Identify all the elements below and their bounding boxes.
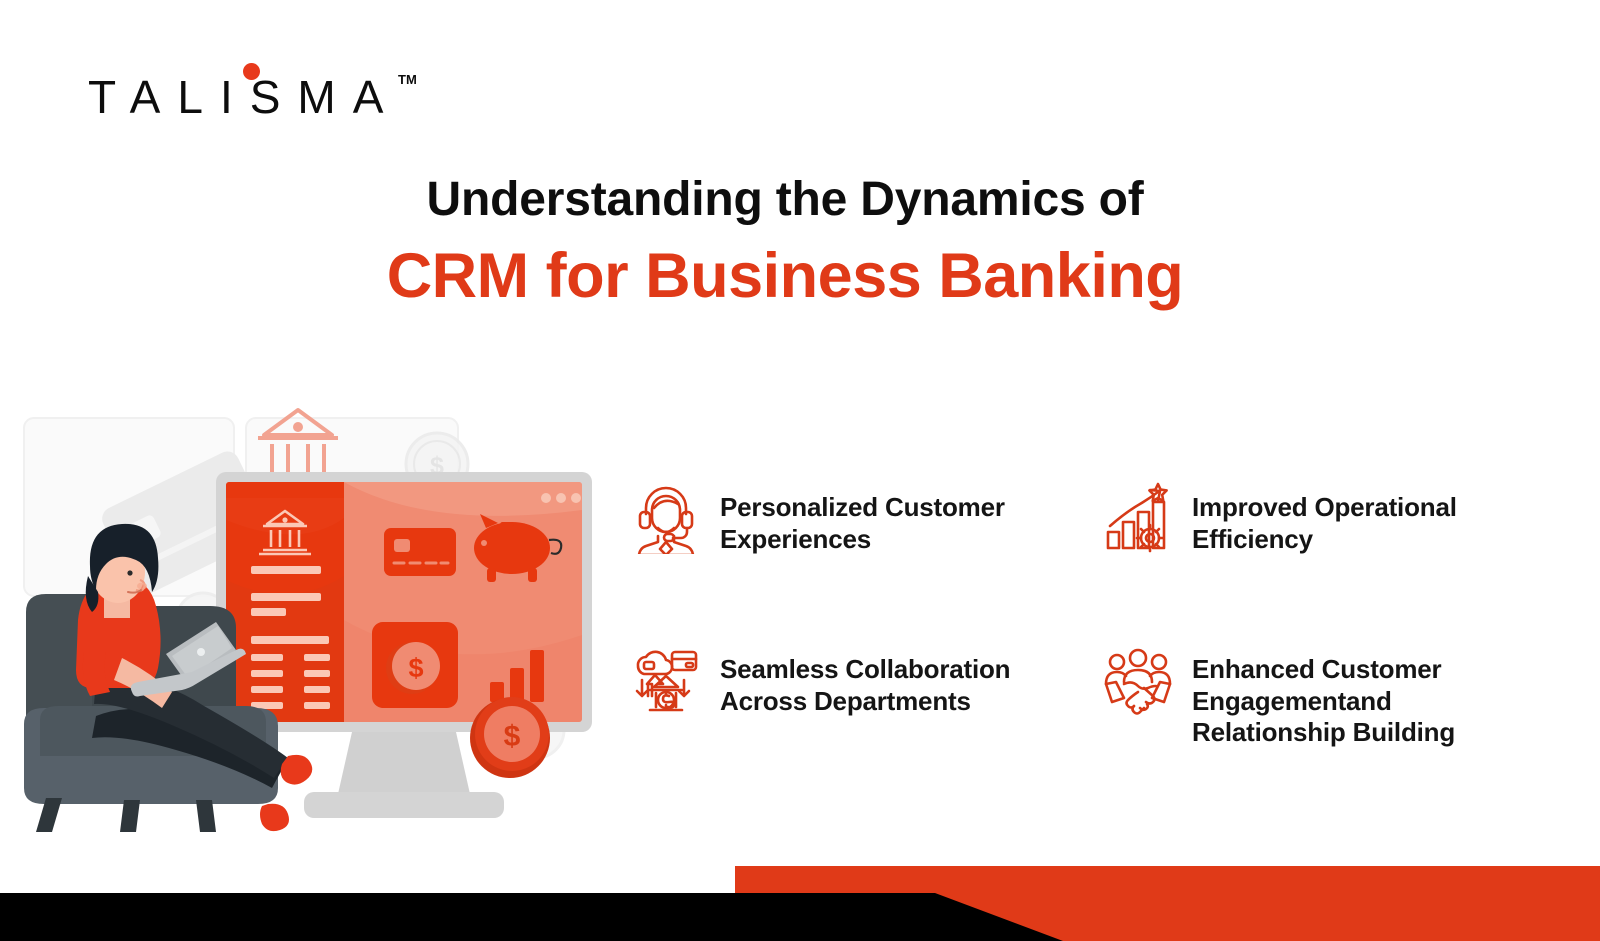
logo-wordmark: TALISMA [88,71,401,123]
woman-figure [76,523,313,832]
window-dots-icon [541,493,581,503]
red-dollar-coin-icon: $ [470,697,550,778]
banking-illustration: $ $ [0,380,640,850]
dashboard-credit-card [384,528,456,576]
logo-dot-icon [243,63,260,80]
svg-text:$: $ [408,653,423,683]
logo-trademark: TM [398,72,417,87]
cloud-bank-card-transfer-icon [635,650,698,712]
dashboard-piggy-bank-icon [474,514,563,582]
dashboard-bank-icon [259,509,311,556]
svg-text:$: $ [504,720,521,753]
feature-item-seamless-collaboration-across-departments: Seamless Collaboration Across Department… [628,640,1070,717]
headline-line-2: CRM for Business Banking [386,240,1184,311]
feature-item-improved-operational-efficiency: Improved Operational Efficiency [1100,478,1542,555]
team-handshake-icon [1104,648,1172,715]
laptop-icon [130,622,246,697]
page-title: Understanding the Dynamics of CRM for Bu… [0,172,1570,313]
headline-line-1: Understanding the Dynamics of [426,173,1144,226]
headset-support-agent-icon [637,486,695,554]
desktop-monitor: $ [216,472,592,818]
feature-label: Enhanced Customer Engagementand Relation… [1192,654,1456,748]
dashboard-sidebar-lines [251,566,330,709]
feature-item-personalized-customer-experiences: Personalized Customer Experiences [628,478,1070,555]
talisma-logo: TALISMA TM [88,62,428,132]
feature-label: Improved Operational Efficiency [1192,492,1457,554]
bottom-black-band [0,893,1063,941]
growth-chart-star-gear-icon [1106,482,1168,553]
feature-list: Personalized Customer Experiences Im [628,478,1568,768]
feature-label: Seamless Collaboration Across Department… [720,654,1011,716]
dashboard-bar-chart-icon [490,650,544,702]
dashboard-dollar-coin-tile: $ [372,622,458,708]
feature-item-enhanced-customer-engagement: Enhanced Customer Engagementand Relation… [1100,640,1542,749]
feature-label: Personalized Customer Experiences [720,492,1005,554]
